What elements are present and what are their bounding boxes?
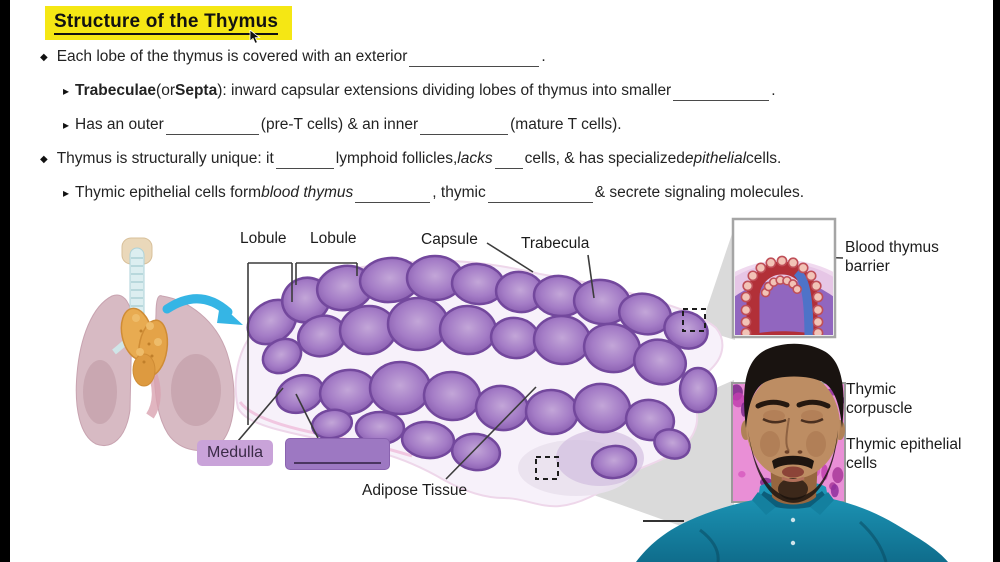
fill-in-blank [355,189,431,203]
bullet-line: ▸ Thymic epithelial cells form blood thym… [0,176,1000,210]
bullet-text: (or [156,82,175,99]
bullet-line: ◆ Thymus is structurally unique: it lymph… [0,142,1000,176]
bullet-text: cells. [746,150,782,167]
label-adipose-tissue: Adipose Tissue [362,482,468,499]
notes-list: ◆ Each lobe of the thymus is covered with… [0,40,1000,210]
title-highlight: Structure of the Thymus [45,6,293,40]
bullet-text: lacks [457,150,493,167]
bullet-line: ▸ Has an outer (pre-T cells) & an inner (… [0,108,1000,142]
fill-in-blank [275,155,334,169]
title-text: Structure of the Thymus [54,11,279,35]
hidden-answer-box [285,438,390,470]
bullet-text: Thymic epithelial cells form [75,184,262,201]
bullet-text: . [771,82,776,99]
bullet-text: & secrete signaling molecules. [594,184,805,201]
fill-in-blank [494,155,523,169]
medulla-label-box: Medulla [197,440,273,466]
bullet-text: blood thymus [261,184,354,201]
bullet-text: ): inward capsular extensions dividing l… [217,82,672,99]
bullet-marker-icon: ◆ [40,51,48,63]
mouse-cursor-icon [249,30,261,44]
bullet-text: cells, & has specialized [524,150,685,167]
bullet-text: (mature T cells). [510,116,622,133]
bullet-marker-icon: ▸ [63,186,70,200]
answer-blank-line [294,462,381,464]
page-title: Structure of the Thymus [45,6,293,44]
bullet-text: Thymus is structurally unique: it [56,150,274,167]
fill-in-blank [673,87,770,101]
label-medulla: Medulla [206,444,264,461]
label-thymic-epithelial-cells: Thymic epithelial cells [846,436,962,472]
bullet-text: Septa [174,82,218,99]
label-capsule: Capsule [421,231,478,248]
label-trabecula: Trabecula [521,235,590,252]
fill-in-blank [165,121,259,135]
bullet-text: , thymic [432,184,486,201]
bullet-marker-icon: ▸ [63,118,70,132]
bullet-text: lymphoid follicles, [335,150,458,167]
bullet-marker-icon: ◆ [40,153,48,165]
bullet-text: epithelial [684,150,747,167]
bullet-line: ◆ Each lobe of the thymus is covered with… [0,40,1000,74]
bullet-text: Has an outer [75,116,164,133]
label-lobule-2: Lobule [310,230,357,247]
label-thymic-corpuscle: Thymic corpuscle [846,381,913,417]
label-blood-thymus-barrier: Blood thymus barrier [845,239,939,275]
bullet-text: . [541,48,546,65]
bullet-text: Trabeculae [75,82,157,99]
fill-in-blank [487,189,593,203]
bullet-marker-icon: ▸ [63,84,70,98]
fill-in-blank [409,53,540,67]
bullet-text: Each lobe of the thymus is covered with … [56,48,408,65]
label-lobule-1: Lobule [240,230,287,247]
bullet-text: (pre-T cells) & an inner [260,116,419,133]
fill-in-blank [420,121,509,135]
bullet-line: ▸ Trabeculae (or Septa): inward capsular … [0,74,1000,108]
